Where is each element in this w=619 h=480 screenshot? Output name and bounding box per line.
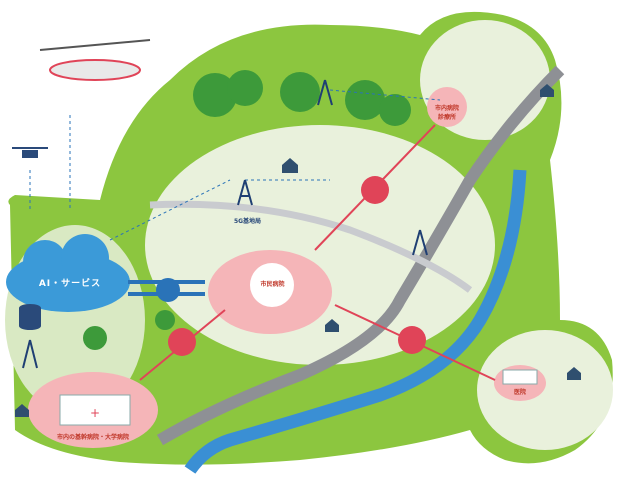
trees <box>83 70 411 350</box>
bottom-right-plateau <box>477 330 613 450</box>
sync-cloud-icon <box>156 278 180 302</box>
drone-icon <box>12 147 48 158</box>
central-hospital-label: 市民病院 <box>260 281 285 288</box>
river <box>184 169 527 474</box>
handshake-icon <box>168 176 426 356</box>
road-main <box>156 65 565 446</box>
central-hospital-badge <box>250 263 294 307</box>
ai-service-label: AI・サービス <box>38 279 102 289</box>
wireless-dashed-links <box>29 89 441 241</box>
bottom-left-hospital-label: 市内の基幹病院・大学病院 <box>56 434 129 441</box>
tower-5g-label: 5G基地局 <box>233 218 262 225</box>
database-icon <box>19 304 41 330</box>
svg-text:+: + <box>90 406 100 420</box>
antenna-tower-icon <box>22 79 428 369</box>
ai-service-cloud <box>6 234 130 312</box>
bottom-left-hospital-building <box>59 394 131 426</box>
road-secondary <box>149 200 473 293</box>
helicopter-icon <box>39 39 151 81</box>
top-right-facility-label: 市内病院 診療所 <box>434 105 459 121</box>
house-icon <box>15 84 581 417</box>
land-masses <box>5 11 613 465</box>
top-right-facility-zone <box>427 87 467 127</box>
bottom-right-clinic-label: 医院 <box>513 389 526 396</box>
